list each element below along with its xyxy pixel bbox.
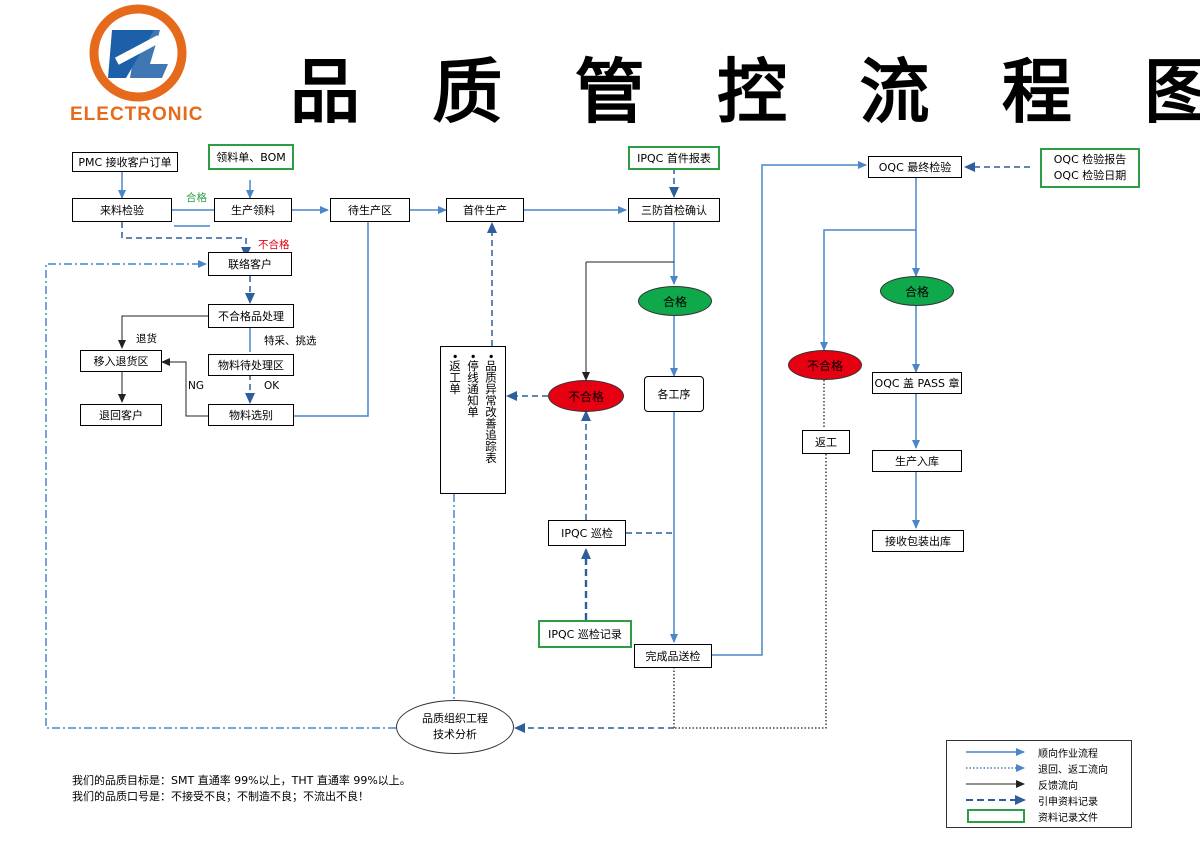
node-rework: 返工 (802, 430, 850, 454)
doc-quality-tracking: •品质异常改善追踪表 (484, 353, 498, 464)
label-return-goods: 退货 (136, 333, 157, 345)
node-production-picking: 生产领料 (214, 198, 292, 222)
node-packing-shipping: 接收包装出库 (872, 530, 964, 552)
feedback-loop-lines (45, 260, 455, 729)
page-title: 品 质 管 控 流 程 图 (290, 51, 1200, 133)
doc-rework-order: •返工单 (448, 353, 462, 395)
legend (946, 740, 1132, 828)
legend-record-file: 资料记录文件 (1038, 813, 1098, 824)
quality-slogan: 我们的品质口号是：不接受不良；不制造不良；不流出不良！ (72, 790, 369, 803)
label-ng: NG (188, 380, 204, 392)
node-oqc-pass-stamp: OQC 盖 PASS 章 (872, 372, 962, 394)
node-finished-goods-inspection: 完成品送检 (634, 644, 712, 668)
node-material-pending-area: 物料待处理区 (208, 354, 294, 376)
record-ipqc-patrol-record: IPQC 巡检记录 (538, 620, 632, 648)
label-pass: 合格 (186, 192, 207, 204)
legend-record: 引申资料记录 (1038, 797, 1098, 808)
node-incoming-inspection: 来料检验 (72, 198, 172, 222)
oqc-report-line1: OQC 检验报告 (1053, 153, 1127, 166)
decision-oqc-fail: 不合格 (788, 350, 862, 380)
record-flow-lines (121, 162, 1030, 733)
decision-oqc-pass: 合格 (880, 276, 954, 306)
quality-org-line1: 品质组织工程 (422, 712, 488, 725)
doc-line-stop-notice: •停线通知单 (466, 353, 480, 418)
node-production-warehouse: 生产入库 (872, 450, 962, 472)
legend-forward: 顺向作业流程 (1038, 749, 1098, 760)
node-process-stations: 各工序 (644, 376, 704, 412)
decision-first-fail: 不合格 (548, 380, 624, 412)
company-logo-icon (89, 4, 187, 102)
node-material-sorting: 物料选别 (208, 404, 294, 426)
node-ipqc-patrol: IPQC 巡检 (548, 520, 626, 546)
node-move-to-return-area: 移入退货区 (80, 350, 162, 372)
node-quality-engineering-analysis: 品质组织工程 技术分析 (396, 700, 514, 754)
node-nonconforming-handling: 不合格品处理 (208, 304, 294, 328)
oqc-report-line2: OQC 检验日期 (1053, 169, 1127, 182)
label-special-pick: 特采、挑选 (264, 335, 317, 347)
quality-goal: 我们的品质目标是：SMT 直通率 99%以上，THT 直通率 99%以上。 (72, 774, 411, 787)
record-document-box: •品质异常改善追踪表 •停线通知单 •返工单 (440, 346, 506, 494)
forward-flow-lines (118, 161, 920, 656)
node-pmc-order: PMC 接收客户订单 (72, 152, 178, 172)
node-first-article-production: 首件生产 (446, 198, 524, 222)
record-oqc-report: OQC 检验报告 OQC 检验日期 (1040, 148, 1140, 188)
label-fail: 不合格 (258, 239, 290, 251)
logo-text: ELECTRONIC (70, 104, 204, 125)
decision-first-pass: 合格 (638, 286, 712, 316)
legend-feedback: 反馈流向 (1038, 781, 1078, 792)
record-ipqc-first-report: IPQC 首件报表 (628, 146, 720, 170)
legend-samples (966, 748, 1026, 823)
node-triple-first-inspection: 三防首检确认 (628, 198, 720, 222)
quality-org-line2: 技术分析 (433, 728, 477, 741)
node-contact-customer: 联络客户 (208, 252, 292, 276)
legend-rework: 退回、返工流向 (1038, 765, 1108, 776)
record-material-list: 领料单、BOM (208, 144, 294, 170)
label-ok: OK (264, 380, 280, 392)
node-oqc-final-inspection: OQC 最终检验 (868, 156, 962, 178)
rework-flow-lines (673, 380, 827, 729)
return-flow-lines (118, 261, 674, 417)
node-return-to-customer: 退回客户 (80, 404, 162, 426)
node-waiting-area: 待生产区 (330, 198, 410, 222)
